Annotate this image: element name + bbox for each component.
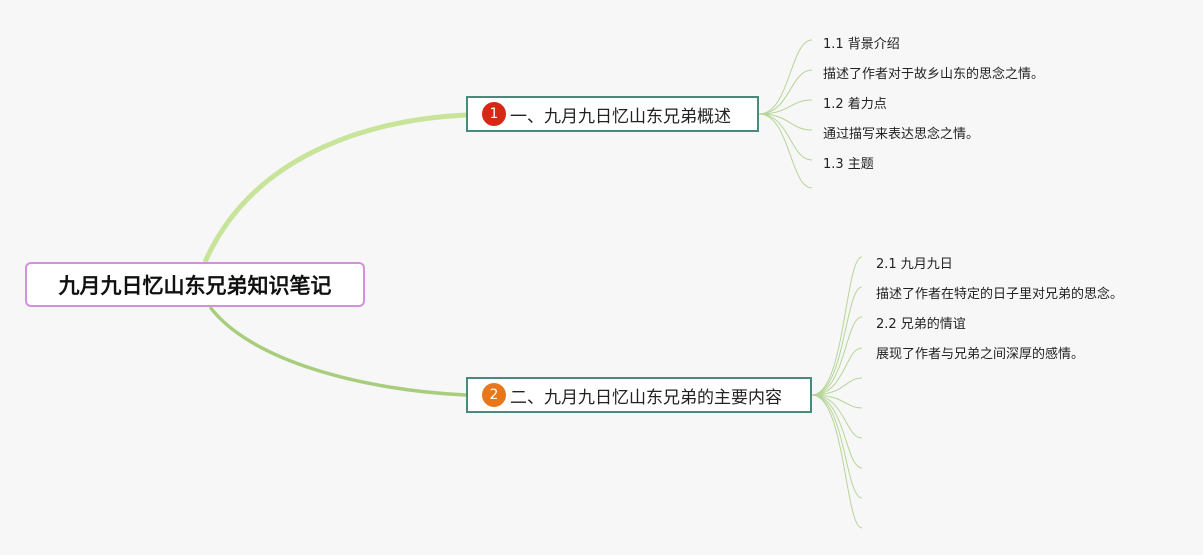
leaf-topic[interactable]: 描述了作者在特定的日子里对兄弟的思念。 — [876, 287, 1124, 302]
branch-topic-2[interactable]: 2 二、九月九日忆山东兄弟的主要内容 — [466, 377, 812, 413]
root-topic-label: 九月九日忆山东兄弟知识笔记 — [58, 273, 332, 298]
connector-root-branch-1 — [202, 112, 467, 264]
leaf-topic[interactable]: 2.1 九月九日 — [876, 257, 953, 272]
leaf-topic[interactable]: 描述了作者对于故乡山东的思念之情。 — [823, 67, 1045, 82]
branch-1-leaf-connectors — [758, 39, 813, 189]
branch-topic-label: 二、九月九日忆山东兄弟的主要内容 — [510, 387, 782, 408]
branch-2-leaf-connectors — [811, 256, 863, 529]
connector-root-branch-2 — [208, 305, 467, 397]
leaf-topic[interactable]: 通过描写来表达思念之情。 — [823, 127, 980, 142]
leaf-topic[interactable]: 1.1 背景介绍 — [823, 37, 900, 52]
leaf-topic[interactable]: 1.3 主题 — [823, 157, 874, 172]
leaf-topic[interactable]: 1.2 着力点 — [823, 97, 887, 112]
number-badge-icon: 2 — [482, 383, 506, 407]
root-topic[interactable]: 九月九日忆山东兄弟知识笔记 — [25, 262, 365, 307]
branch-topic-1[interactable]: 1 一、九月九日忆山东兄弟概述 — [466, 96, 759, 132]
number-badge-icon: 1 — [482, 102, 506, 126]
leaf-topic[interactable]: 2.2 兄弟的情谊 — [876, 317, 966, 332]
branch-topic-label: 一、九月九日忆山东兄弟概述 — [510, 106, 731, 127]
leaf-topic[interactable]: 展现了作者与兄弟之间深厚的感情。 — [876, 347, 1085, 362]
